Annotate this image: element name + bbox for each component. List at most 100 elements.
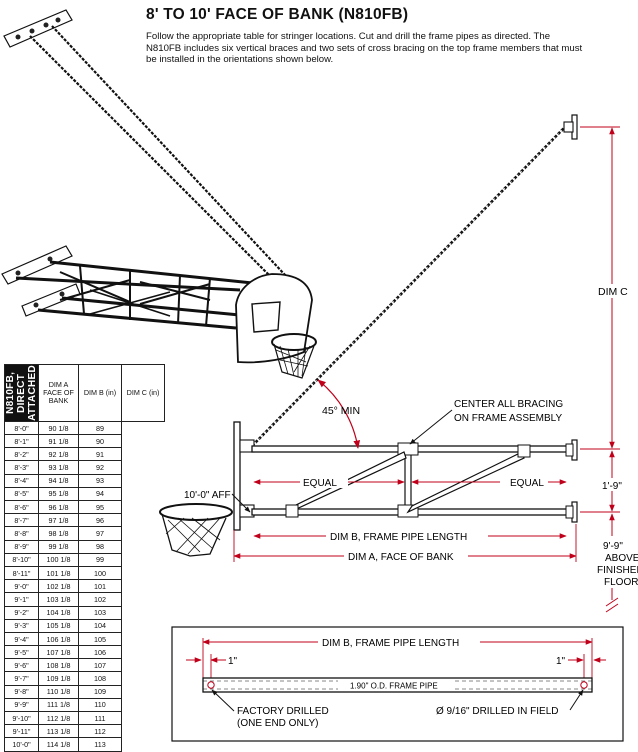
cell-dim-c: 93 [78,473,122,488]
table-side-label: N810FB, DIRECT ATTACHED [4,364,39,422]
cell-dim-b: 93 1/8 [38,460,79,475]
cell-dim-c: 92 [78,460,122,475]
cell-dim-c: 98 [78,539,122,554]
cell-dim-a: 8'-9" [4,539,39,554]
cell-dim-a: 10'-0" [4,737,39,752]
cell-dim-b: 102 1/8 [38,579,79,594]
backboard-side [233,421,255,531]
perspective-frame [15,260,263,330]
cell-dim-c: 94 [78,486,122,502]
cell-dim-a: 9'-7" [4,671,39,686]
cell-dim-c: 90 [78,434,122,449]
center-bracing-label-2: ON FRAME ASSEMBLY [454,413,563,424]
cell-dim-c: 96 [78,513,122,528]
floor-label-1: 9'-9" [603,541,623,552]
side-basket [159,503,233,557]
cell-dim-a: 8'-0" [4,420,39,436]
cell-dim-c: 109 [78,684,122,699]
factory-leader [211,689,235,712]
cell-dim-b: 105 1/8 [38,618,79,633]
cell-dim-a: 9'-4" [4,631,39,647]
cell-dim-a: 9'-2" [4,605,39,620]
cell-dim-c: 112 [78,724,122,739]
cell-dim-c: 104 [78,618,122,633]
cell-dim-b: 111 1/8 [38,697,79,713]
floor-label-4: FLOOR [604,577,638,588]
cell-dim-b: 112 1/8 [38,711,79,726]
cell-dim-b: 101 1/8 [38,565,79,581]
cell-dim-a: 8'-1" [4,434,39,449]
instructions-text: Follow the appropriate table for stringe… [146,31,583,66]
cell-dim-a: 9'-11" [4,724,39,739]
detail-dim-b-label: DIM B, FRAME PIPE LENGTH [322,638,459,649]
cell-dim-b: 91 1/8 [38,434,79,449]
equal-left-label: EQUAL [303,478,337,489]
dimension-table: N810FB, DIRECT ATTACHED DIM A FACE OF BA… [4,364,165,752]
cell-dim-b: 90 1/8 [38,420,79,436]
cell-dim-c: 108 [78,671,122,686]
cell-dim-c: 107 [78,658,122,673]
rim-height-label: 10'-0" AFF [184,490,231,501]
cell-dim-c: 110 [78,697,122,713]
factory-label-2: (ONE END ONLY) [237,718,319,729]
cell-dim-c: 95 [78,500,122,515]
cell-dim-a: 9'-6" [4,658,39,673]
cell-dim-b: 108 1/8 [38,658,79,673]
dimension-table-wrapper: N810FB, DIRECT ATTACHED DIM A FACE OF BA… [4,364,165,752]
cell-dim-a: 8'-2" [4,447,39,462]
cell-dim-c: 113 [78,737,122,752]
angle-arc [317,379,361,449]
cell-dim-a: 9'-5" [4,645,39,660]
dim-a-label: DIM A, FACE OF BANK [348,552,454,563]
header-dim-b: DIM B (in) [78,364,122,422]
cell-dim-c: 91 [78,447,122,462]
cell-dim-b: 94 1/8 [38,473,79,488]
detail-frame [171,626,624,742]
field-leader [569,689,584,711]
inch-left-label: 1" [228,656,238,667]
cell-dim-a: 9'-3" [4,618,39,633]
cell-dim-a: 8'-7" [4,513,39,528]
cell-dim-b: 100 1/8 [38,552,79,567]
cell-dim-a: 8'-8" [4,526,39,541]
page-title: 8' TO 10' FACE OF BANK (N810FB) [146,6,409,23]
upper-wall-plate [3,9,73,48]
cell-dim-b: 114 1/8 [38,737,79,752]
cell-dim-b: 104 1/8 [38,605,79,620]
equal-right-label: EQUAL [510,478,544,489]
cell-dim-c: 97 [78,526,122,541]
cell-dim-b: 97 1/8 [38,513,79,528]
chain-wall-bracket [563,114,578,140]
cell-dim-c: 101 [78,579,122,594]
cell-dim-b: 110 1/8 [38,684,79,699]
cell-dim-a: 8'-4" [4,473,39,488]
rim-height-leader [231,493,251,513]
tension-chain [251,125,567,447]
spacing-label: 1'-9" [602,481,622,492]
perspective-chains [29,25,287,279]
cell-dim-c: 89 [78,420,122,436]
field-drilled-label: Ø 9/16" DRILLED IN FIELD [436,706,558,717]
cell-dim-a: 9'-0" [4,579,39,594]
cell-dim-b: 99 1/8 [38,539,79,554]
cell-dim-b: 107 1/8 [38,645,79,660]
